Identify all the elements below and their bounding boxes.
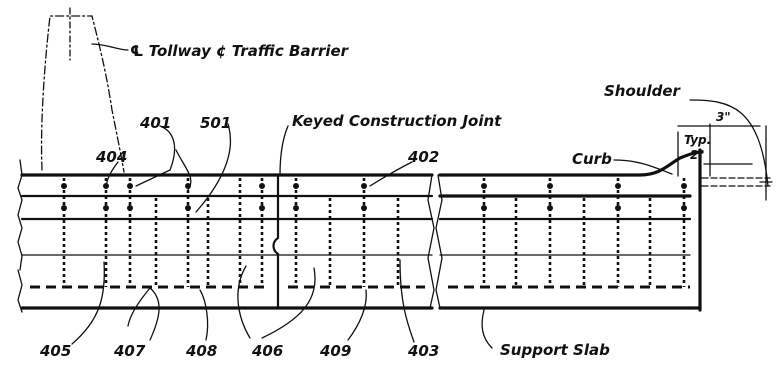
leader-402 (369, 161, 413, 187)
leader-403 (399, 259, 415, 343)
dimension-lines (677, 123, 773, 201)
leader-409 (347, 289, 367, 341)
leader-lines (71, 43, 769, 349)
mark-407: 407 (113, 342, 146, 360)
slab-right (438, 148, 704, 312)
mark-404: 404 (95, 148, 127, 166)
mark-406: 406 (251, 342, 283, 360)
keyed-joint (272, 173, 280, 310)
leader-keyed-joint (279, 125, 289, 176)
leader-404 (105, 161, 119, 187)
leader-406b (261, 267, 316, 339)
mark-403: 403 (407, 342, 439, 360)
label-keyed-joint: Keyed Construction Joint (292, 112, 502, 130)
vertical-bars (62, 178, 686, 287)
traffic-barrier (17, 7, 125, 271)
label-tollway-barrier: ℄ Tollway ¢ Traffic Barrier (130, 42, 350, 60)
leader-407 (127, 287, 160, 341)
leader-shoulder (689, 99, 769, 187)
leader-408 (199, 289, 209, 341)
slab-left (17, 173, 443, 313)
leader-405 (71, 261, 105, 345)
mark-408: 408 (185, 342, 217, 360)
label-dim-3in: 3" (716, 110, 731, 124)
mark-405: 405 (39, 342, 71, 360)
bar-dots (61, 183, 687, 211)
mark-402: 402 (407, 148, 439, 166)
leader-barrier (91, 43, 129, 51)
leader-401b (175, 149, 192, 191)
leader-support-slab (481, 309, 493, 349)
leader-501 (195, 123, 232, 213)
mark-409: 409 (319, 342, 351, 360)
leader-401a (135, 125, 176, 187)
mark-501: 501 (200, 114, 231, 132)
label-curb: Curb (572, 150, 612, 168)
label-dim-typ: Typ. (684, 133, 711, 147)
mark-401: 401 (139, 114, 171, 132)
leader-curb (613, 159, 673, 175)
label-support-slab: Support Slab (500, 341, 610, 359)
label-shoulder: Shoulder (604, 82, 682, 100)
leader-406a (237, 265, 251, 339)
label-dim-2in: 2" (690, 148, 705, 162)
